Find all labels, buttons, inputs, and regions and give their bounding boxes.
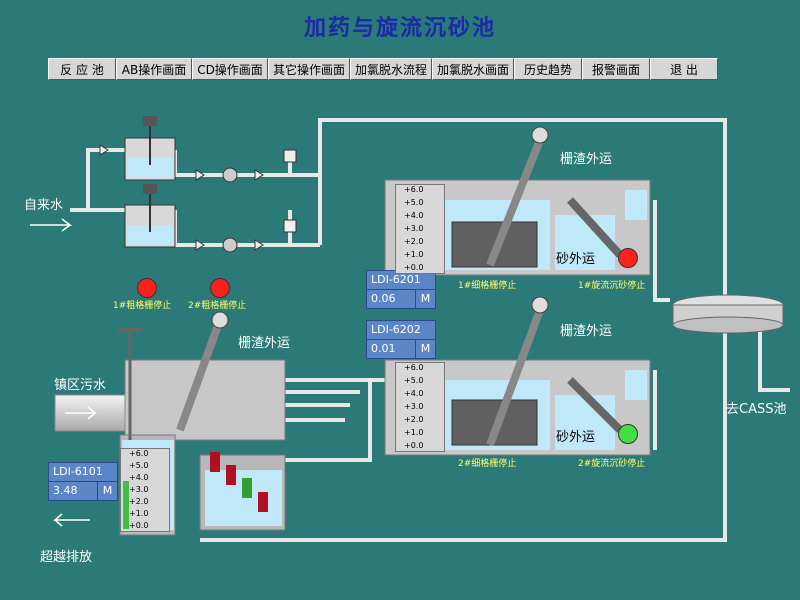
pump-icon — [258, 492, 268, 512]
instrument-unit: M — [102, 484, 113, 497]
gauge-tick: +5.0 — [404, 376, 424, 385]
fine-screen-1-status: 1#细格栅停止 — [458, 281, 517, 291]
sand-out-label-2: 砂外运 — [556, 430, 596, 445]
flow-arrows — [30, 218, 98, 527]
gauge-tick: +6.0 — [404, 363, 424, 372]
gauge-tick: +1.0 — [404, 428, 424, 437]
instrument-tag: LDI-6202 — [367, 321, 435, 340]
gauge-tick: +3.0 — [404, 224, 424, 233]
gauge-tick: +4.0 — [404, 389, 424, 398]
instrument-tag: LDI-6201 — [367, 271, 435, 290]
town-sewage-label: 镇区污水 — [54, 378, 107, 393]
level-indicator-ldi-6201[interactable]: LDI-6201 0.06 M — [366, 270, 436, 309]
coarse-screen-1-lamp[interactable] — [137, 278, 157, 298]
nav-chlorination-screen-button[interactable]: 加氯脱水画面 — [432, 58, 514, 80]
nav-reaction-tank-button[interactable]: 反 应 池 — [48, 58, 116, 80]
instrument-value: 0.06 — [367, 290, 416, 308]
nav-cd-operation-button[interactable]: CD操作画面 — [192, 58, 268, 80]
sand-out-label-1: 砂外运 — [556, 252, 596, 267]
gauge-tick: +4.0 — [404, 211, 424, 220]
level-gauge-6201: +6.0 +5.0 +4.0 +3.0 +2.0 +1.0 +0.0 — [395, 184, 445, 274]
slag-out-label-3: 栅渣外运 — [560, 324, 613, 339]
nav-bar: 反 应 池 AB操作画面 CD操作画面 其它操作画面 加氯脱水流程 加氯脱水画面… — [48, 58, 718, 82]
coarse-screen-1-status: 1#粗格栅停止 — [113, 301, 172, 311]
tap-water-label: 自来水 — [24, 198, 64, 213]
coarse-screen-2-lamp[interactable] — [210, 278, 230, 298]
nav-chlorination-flow-button[interactable]: 加氯脱水流程 — [350, 58, 432, 80]
instrument-value: 0.01 — [367, 340, 416, 358]
coarse-screen-2-status: 2#粗格栅停止 — [188, 301, 247, 311]
gauge-tick: +5.0 — [404, 198, 424, 207]
cyclone-2-lamp[interactable] — [618, 424, 638, 444]
valve-icon — [195, 169, 205, 181]
gauge-tick: +2.0 — [129, 497, 149, 506]
valve-icon — [254, 169, 264, 181]
pump-icon — [242, 478, 252, 498]
gauge-tick: +1.0 — [129, 509, 149, 518]
gauge-tick: +1.0 — [404, 250, 424, 259]
gauge-tick: +3.0 — [404, 402, 424, 411]
slag-out-label-2: 栅渣外运 — [560, 152, 613, 167]
gauge-tick: +0.0 — [129, 521, 149, 530]
dosing-pump-1-icon[interactable] — [222, 167, 238, 183]
dosing-tank-1 — [124, 116, 176, 181]
level-indicator-ldi-6202[interactable]: LDI-6202 0.01 M — [366, 320, 436, 359]
nav-alarm-screen-button[interactable]: 报警画面 — [582, 58, 650, 80]
cyclone-2-status: 2#旋流沉砂停止 — [578, 459, 646, 469]
nav-other-operation-button[interactable]: 其它操作画面 — [268, 58, 350, 80]
gauge-tick: +0.0 — [404, 263, 424, 272]
overflow-label: 超越排放 — [40, 550, 93, 565]
gauge-tick: +2.0 — [404, 415, 424, 424]
nav-ab-operation-button[interactable]: AB操作画面 — [116, 58, 192, 80]
instrument-value: 3.48 — [49, 482, 98, 500]
gauge-tick: +0.0 — [404, 441, 424, 450]
level-gauge-6101: +6.0 +5.0 +4.0 +3.0 +2.0 +1.0 +0.0 — [120, 448, 170, 532]
nav-history-trend-button[interactable]: 历史趋势 — [514, 58, 582, 80]
valve-icon — [254, 239, 264, 251]
valve-icon — [283, 219, 297, 233]
gauge-tick: +6.0 — [404, 185, 424, 194]
pump-icon — [226, 465, 236, 485]
gauge-tick: +6.0 — [129, 449, 149, 458]
valve-icon — [283, 149, 297, 163]
nav-exit-button[interactable]: 退 出 — [650, 58, 718, 80]
fine-screen-2-status: 2#细格栅停止 — [458, 459, 517, 469]
dosing-tank-2 — [124, 184, 176, 248]
pump-icon — [210, 452, 220, 472]
level-indicator-ldi-6101[interactable]: LDI-6101 3.48 M — [48, 462, 118, 501]
cyclone-1-status: 1#旋流沉砂停止 — [578, 281, 646, 291]
sewage-pumps — [210, 452, 268, 512]
slag-out-label-1: 栅渣外运 — [238, 336, 291, 351]
dosing-pump-2-icon[interactable] — [222, 237, 238, 253]
instrument-unit: M — [420, 342, 431, 355]
distribution-tank — [672, 294, 784, 334]
level-fill — [123, 481, 129, 529]
valve-icon — [99, 144, 109, 156]
cyclone-1-lamp[interactable] — [618, 248, 638, 268]
gauge-tick: +4.0 — [129, 473, 149, 482]
to-cass-label: 去CASS池 — [726, 402, 787, 417]
instrument-unit: M — [420, 292, 431, 305]
valve-icon — [195, 239, 205, 251]
level-gauge-6202: +6.0 +5.0 +4.0 +3.0 +2.0 +1.0 +0.0 — [395, 362, 445, 452]
page-title: 加药与旋流沉砂池 — [303, 16, 496, 41]
gauge-tick: +2.0 — [404, 237, 424, 246]
valves — [99, 144, 297, 251]
instrument-tag: LDI-6101 — [49, 463, 117, 482]
gauge-tick: +3.0 — [129, 485, 149, 494]
gauge-tick: +5.0 — [129, 461, 149, 470]
